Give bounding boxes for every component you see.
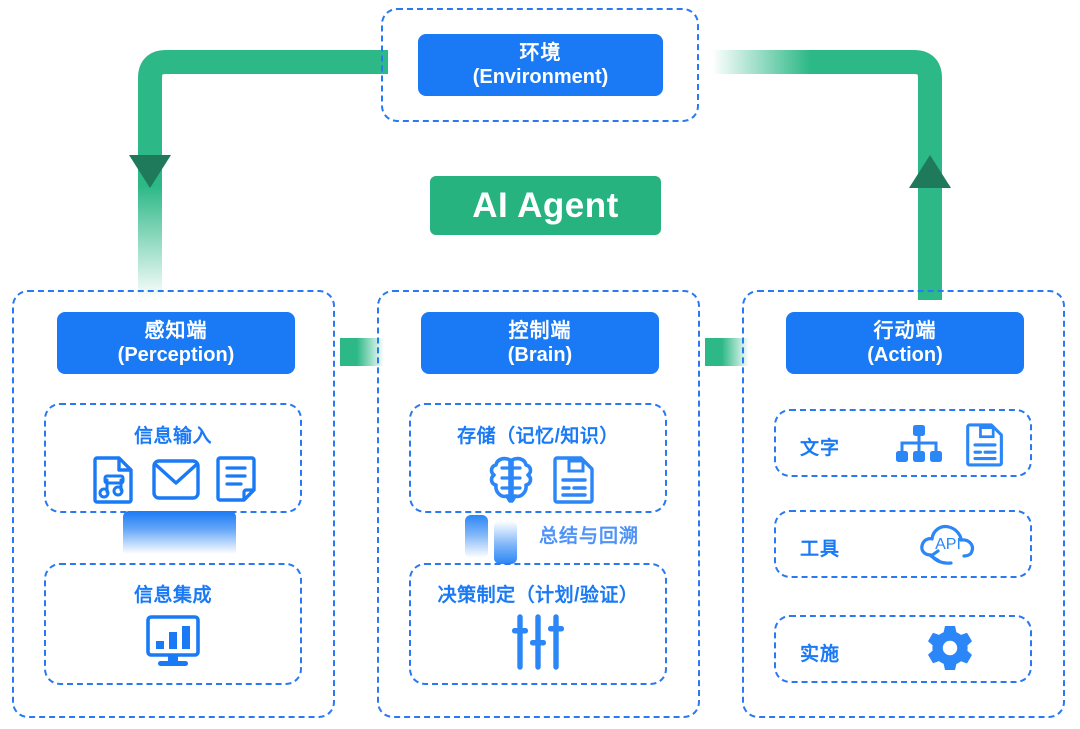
brain-column bbox=[377, 290, 700, 718]
brain-title-en: (Brain) bbox=[507, 344, 573, 366]
action-row-tools-box bbox=[774, 510, 1032, 578]
summary-backtrack-label: 总结与回溯 bbox=[539, 526, 640, 547]
decision-icons bbox=[505, 612, 571, 672]
info-input-title: 信息输入 bbox=[133, 426, 212, 447]
action-row-text-label: 文字 bbox=[800, 438, 841, 459]
action-title-en: (Action) bbox=[867, 344, 943, 366]
gear-icon bbox=[928, 626, 972, 670]
storage-icons bbox=[488, 452, 596, 506]
storage-title: 存储（记忆/知识） bbox=[457, 426, 619, 447]
perception-title-en: (Perception) bbox=[117, 344, 235, 366]
action-row-implement-label: 实施 bbox=[800, 644, 841, 665]
connector-brain-to-action bbox=[705, 338, 749, 366]
action-row-tools-label: 工具 bbox=[800, 539, 841, 560]
sliders-icon bbox=[512, 614, 564, 670]
info-integration-icons bbox=[140, 612, 206, 672]
action-row-text-box bbox=[774, 409, 1032, 477]
action-row-tools-icons: API bbox=[915, 522, 981, 566]
action-header[interactable]: 行动端 (Action) bbox=[786, 312, 1024, 374]
bar-chart-monitor-icon bbox=[146, 615, 200, 666]
action-row-implement-icons bbox=[917, 625, 983, 673]
decision-box bbox=[409, 563, 667, 685]
arrow-action-to-environment bbox=[712, 50, 951, 300]
storage-box bbox=[409, 403, 667, 513]
text-document-icon bbox=[216, 456, 256, 502]
saved-document-icon bbox=[966, 423, 1003, 467]
brain-title-cn: 控制端 bbox=[508, 319, 572, 342]
environment-header[interactable]: 环境 (Environment) bbox=[418, 34, 663, 96]
decision-title: 决策制定（计划/验证） bbox=[437, 585, 639, 606]
hierarchy-tree-icon bbox=[896, 425, 942, 462]
info-integration-box bbox=[44, 563, 302, 685]
action-title-cn: 行动端 bbox=[873, 319, 937, 342]
audio-file-icon bbox=[93, 456, 133, 504]
action-row-text-icons bbox=[895, 423, 1005, 467]
perception-title-cn: 感知端 bbox=[144, 319, 208, 342]
environment-container bbox=[381, 8, 699, 122]
api-label: API bbox=[935, 536, 961, 553]
perception-flow-gradient-bar bbox=[123, 511, 236, 554]
arrow-environment-to-perception bbox=[129, 50, 388, 300]
saved-document-icon bbox=[553, 456, 594, 504]
action-row-implement-box bbox=[774, 615, 1032, 683]
connector-perception-to-brain bbox=[340, 338, 384, 366]
brain-header[interactable]: 控制端 (Brain) bbox=[421, 312, 659, 374]
api-cloud-icon: API bbox=[920, 524, 975, 565]
info-integration-title: 信息集成 bbox=[133, 585, 212, 606]
action-column bbox=[742, 290, 1065, 718]
ai-agent-badge: AI Agent bbox=[430, 176, 661, 235]
ai-agent-label: AI Agent bbox=[472, 185, 619, 225]
perception-header[interactable]: 感知端 (Perception) bbox=[57, 312, 295, 374]
environment-title-cn: 环境 bbox=[519, 41, 562, 64]
summary-gradient-bar-up bbox=[494, 521, 517, 564]
environment-title-en: (Environment) bbox=[472, 66, 609, 88]
brain-icon bbox=[489, 456, 533, 503]
envelope-icon bbox=[151, 459, 200, 500]
info-input-icons bbox=[92, 452, 257, 506]
summary-gradient-bar-down bbox=[465, 515, 488, 558]
perception-column bbox=[12, 290, 335, 718]
